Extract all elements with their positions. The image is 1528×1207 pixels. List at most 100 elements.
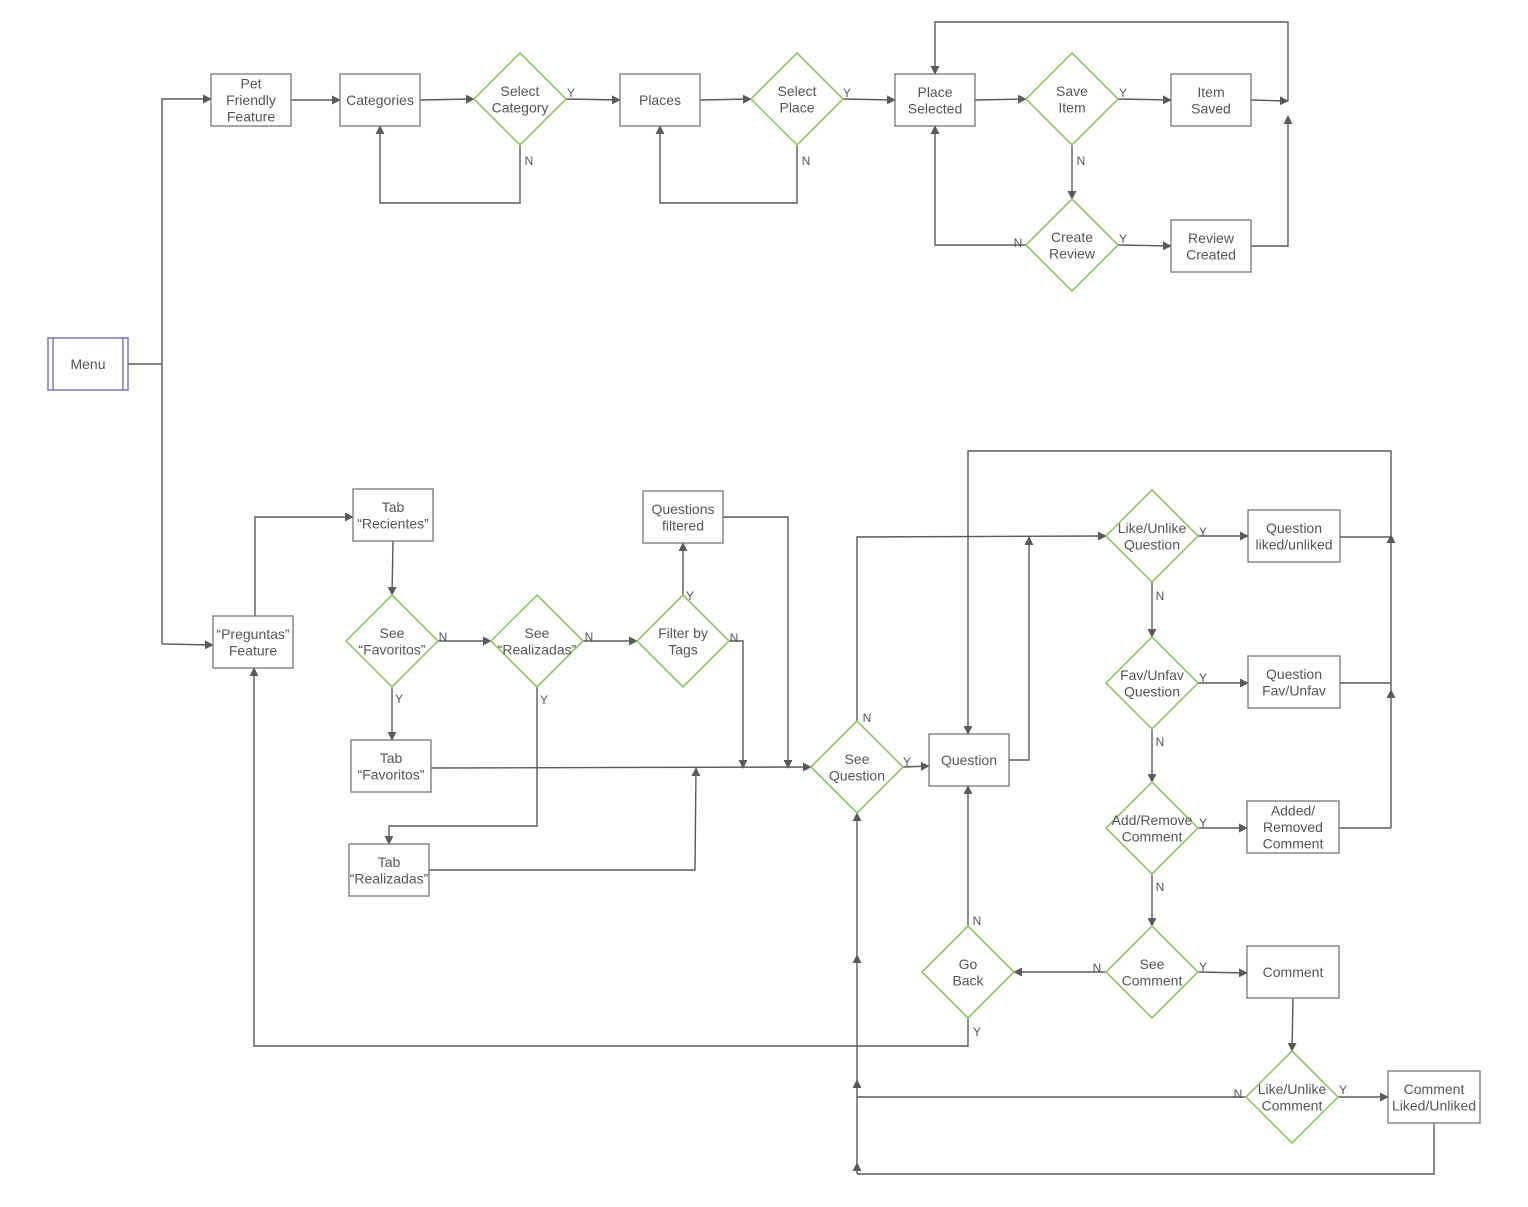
node-comment: Comment: [1246, 945, 1340, 999]
node-label: Feature: [229, 642, 277, 658]
process-box: [1387, 1070, 1481, 1124]
connector-menu-to-pet: [161, 94, 212, 364]
node-label: Filter by: [658, 625, 708, 641]
decision-diamond: [1244, 1049, 1340, 1145]
decision-diamond: [1104, 780, 1200, 876]
connector-selcat-y-places: [565, 95, 621, 105]
node-label: Create: [1051, 229, 1093, 245]
edge-label-filter-y: Y: [686, 589, 694, 603]
connector-selplace-n-loop: [655, 125, 798, 204]
edge-label-selcat-y: Y: [567, 86, 575, 100]
node-label: liked/unliked: [1255, 536, 1332, 552]
node-question: Question: [928, 733, 1010, 787]
edge-label-seefav-n: N: [439, 630, 448, 644]
node-label: Categories: [346, 92, 414, 108]
decision-diamond: [1024, 197, 1120, 293]
node-preg: “Preguntas”Feature: [212, 615, 294, 669]
node-label: Add/Remove: [1112, 812, 1193, 828]
node-seereal: See“Realizadas”: [489, 593, 585, 689]
connector-tabreal-to-up: [429, 767, 701, 871]
process-box: [339, 73, 421, 127]
connector-question-to-likeq: [1009, 536, 1034, 761]
edge-label-seeq-n: N: [863, 711, 872, 725]
node-label: Liked/Unliked: [1392, 1097, 1476, 1113]
edge-label-seereal-n: N: [585, 630, 594, 644]
connector-comment-to-likecom: [1287, 997, 1297, 1052]
node-label: Feature: [227, 109, 275, 125]
node-label: Question: [941, 752, 997, 768]
connector-preg-to-tabrec: [254, 512, 354, 616]
edge-label-saveitem-n: N: [1077, 154, 1086, 168]
menu-box: [47, 337, 129, 391]
process-box: [1170, 219, 1252, 273]
decision-diamond: [1104, 488, 1200, 584]
node-label: Item: [1058, 99, 1085, 115]
flowchart-nodes: MenuPetFriendlyFeatureCategoriesSelectCa…: [47, 51, 1481, 1145]
node-label: Select: [501, 83, 540, 99]
node-label: Place: [779, 99, 814, 115]
node-label: See: [380, 625, 405, 641]
edge-label-seeq-y: Y: [903, 755, 911, 769]
node-label: Review: [1188, 230, 1235, 246]
node-label: Go: [959, 956, 978, 972]
edge-label-addcom-n: N: [1156, 880, 1165, 894]
connector-qfilt-to-down: [723, 516, 793, 769]
connector-seereal-y-tabreal: [384, 687, 538, 845]
process-box: [1247, 509, 1341, 563]
connector-createrev-n-placesel: [930, 125, 1026, 246]
connector-seecom-y-comment: [1197, 968, 1248, 978]
connector-goback-y-preg: [249, 667, 969, 1047]
node-seefav: See“Favoritos”: [344, 593, 440, 689]
process-box: [348, 843, 430, 897]
node-label: Tab: [378, 854, 401, 870]
connector-places-to-selplace: [699, 94, 752, 104]
connector-tabrec-to-seefav: [387, 540, 397, 596]
connector-placesel-to-saveitem: [974, 94, 1027, 104]
node-tabfav: Tab“Favoritos”: [350, 739, 432, 793]
edge-label-seefav-y: Y: [395, 692, 403, 706]
node-label: Question: [1266, 520, 1322, 536]
node-label: Back: [952, 972, 984, 988]
node-label: Like/Unlike: [1258, 1081, 1327, 1097]
node-places: Places: [619, 73, 701, 127]
connector-seeq-n-likeq: [856, 531, 1107, 721]
edge-label-selcat-n: N: [525, 154, 534, 168]
node-label: See: [525, 625, 550, 641]
decision-diamond: [1024, 51, 1120, 147]
node-label: Questions: [651, 501, 714, 517]
decision-diamond: [1104, 635, 1200, 731]
decision-diamond: [1104, 924, 1200, 1020]
node-label: Comment: [1404, 1081, 1465, 1097]
node-label: Tags: [668, 641, 698, 657]
decision-diamond: [489, 593, 585, 689]
node-menu: Menu: [47, 337, 129, 391]
node-label: Tab: [380, 750, 403, 766]
node-label: Question: [1124, 683, 1180, 699]
node-label: See: [1140, 956, 1165, 972]
node-label: Place: [917, 84, 952, 100]
node-tabreal: Tab“Realizadas”: [348, 843, 430, 897]
node-label: Menu: [70, 356, 105, 372]
node-label: Like/Unlike: [1118, 520, 1187, 536]
edge-label-likecom-n: N: [1234, 1087, 1243, 1101]
edge-label-likeq-n: N: [1156, 589, 1165, 603]
node-label: Comment: [1263, 964, 1324, 980]
edge-label-seecom-y: Y: [1199, 960, 1207, 974]
connector-right-loop-to-placesel: [930, 21, 1289, 101]
node-label: filtered: [662, 517, 704, 533]
node-tabrec: Tab“Recientes”: [352, 488, 434, 542]
node-label: Tab: [382, 499, 405, 515]
